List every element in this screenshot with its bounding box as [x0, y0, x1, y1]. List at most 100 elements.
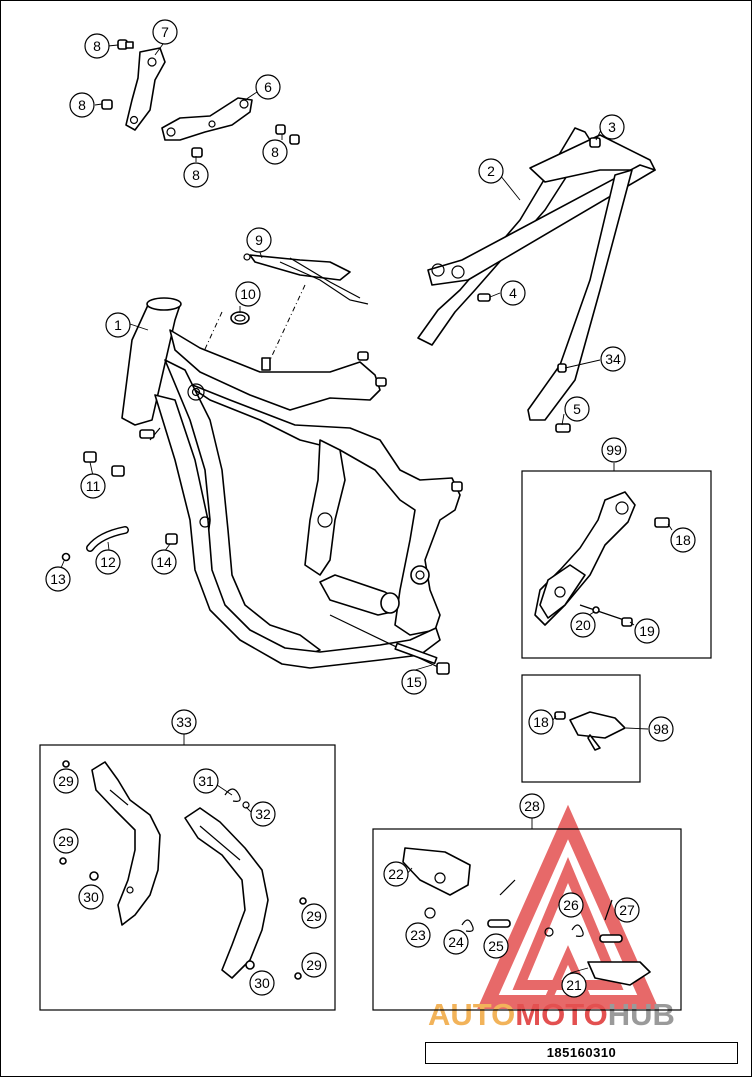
svg-text:23: 23 [410, 927, 426, 943]
centerline [269, 284, 306, 361]
callout-19[interactable]: 19 [634, 618, 660, 644]
callout-24[interactable]: 24 [443, 929, 469, 955]
svg-text:34: 34 [605, 351, 621, 367]
callout-26[interactable]: 26 [558, 892, 584, 918]
frame-protector-right [184, 807, 269, 979]
callout-15[interactable]: 15 [401, 669, 427, 695]
callout-27[interactable]: 27 [614, 897, 640, 923]
svg-text:18: 18 [675, 532, 691, 548]
svg-text:2: 2 [487, 163, 495, 179]
svg-text:8: 8 [192, 167, 200, 183]
callout-7[interactable]: 7 [152, 19, 178, 45]
callout-13[interactable]: 13 [45, 566, 71, 592]
svg-text:8: 8 [93, 38, 101, 54]
protector-small-parts [59, 760, 307, 980]
svg-text:24: 24 [448, 934, 464, 950]
footpeg-part-21 [587, 961, 651, 986]
footpeg-part-22 [402, 847, 471, 896]
footpeg-small-parts [424, 879, 623, 943]
callout-28[interactable]: 28 [519, 793, 545, 819]
callout-29[interactable]: 29 [301, 952, 327, 978]
callout-23[interactable]: 23 [405, 922, 431, 948]
svg-text:31: 31 [198, 773, 214, 789]
callout-8[interactable]: 8 [183, 162, 209, 188]
callout-29[interactable]: 29 [53, 768, 79, 794]
svg-text:29: 29 [306, 957, 322, 973]
callout-8[interactable]: 8 [69, 92, 95, 118]
group-box-33 [39, 744, 336, 1011]
callout-31[interactable]: 31 [193, 768, 219, 794]
svg-text:8: 8 [271, 144, 279, 160]
svg-text:9: 9 [255, 232, 263, 248]
callout-3[interactable]: 3 [599, 114, 625, 140]
svg-text:20: 20 [575, 617, 591, 633]
callout-11[interactable]: 11 [80, 473, 106, 499]
callout-30[interactable]: 30 [249, 970, 275, 996]
footrest-part-98 [554, 711, 626, 751]
svg-text:15: 15 [406, 674, 422, 690]
svg-text:33: 33 [176, 714, 192, 730]
main-frame-part-1 [121, 297, 463, 669]
callout-4[interactable]: 4 [500, 280, 526, 306]
callout-18[interactable]: 18 [670, 527, 696, 553]
svg-text:98: 98 [653, 721, 669, 737]
svg-text:18: 18 [533, 714, 549, 730]
svg-text:8: 8 [78, 97, 86, 113]
watermark-part-2: MOTO [515, 997, 607, 1032]
callout-2[interactable]: 2 [478, 158, 504, 184]
callout-8[interactable]: 8 [262, 139, 288, 165]
svg-text:3: 3 [608, 119, 616, 135]
bolt-part-15 [329, 614, 450, 675]
callout-20[interactable]: 20 [570, 612, 596, 638]
cable-guide-part-9 [243, 253, 369, 305]
callout-9[interactable]: 9 [246, 227, 272, 253]
callout-18[interactable]: 18 [528, 709, 554, 735]
callout-22[interactable]: 22 [383, 861, 409, 887]
svg-text:6: 6 [264, 79, 272, 95]
callout-6[interactable]: 6 [255, 74, 281, 100]
clip-part-13 [61, 552, 71, 562]
svg-text:27: 27 [619, 902, 635, 918]
callout-99[interactable]: 99 [601, 437, 627, 463]
svg-text:7: 7 [161, 24, 169, 40]
svg-text:10: 10 [240, 286, 256, 302]
document-number: 185160310 [425, 1042, 738, 1064]
bracket-part-7 [125, 47, 166, 131]
callout-29[interactable]: 29 [53, 828, 79, 854]
svg-text:25: 25 [488, 938, 504, 954]
svg-text:11: 11 [86, 478, 101, 494]
callout-29[interactable]: 29 [301, 903, 327, 929]
callout-33[interactable]: 33 [171, 709, 197, 735]
svg-text:26: 26 [563, 897, 579, 913]
callout-34[interactable]: 34 [600, 346, 626, 372]
nut-part-14 [165, 533, 178, 545]
group-box-99 [521, 470, 712, 659]
svg-text:5: 5 [573, 401, 581, 417]
frame-protector-left [91, 761, 161, 926]
callout-32[interactable]: 32 [250, 801, 276, 827]
callout-8[interactable]: 8 [84, 33, 110, 59]
svg-text:29: 29 [306, 908, 322, 924]
callout-1[interactable]: 1 [105, 312, 131, 338]
callout-5[interactable]: 5 [564, 396, 590, 422]
svg-text:30: 30 [254, 975, 270, 991]
svg-text:22: 22 [388, 866, 404, 882]
callout-10[interactable]: 10 [235, 281, 261, 307]
svg-text:14: 14 [156, 554, 172, 570]
callout-30[interactable]: 30 [78, 884, 104, 910]
svg-text:32: 32 [255, 806, 271, 822]
watermark-part-1: AUTO [428, 997, 515, 1032]
callout-12[interactable]: 12 [95, 549, 121, 575]
svg-text:1: 1 [114, 317, 122, 333]
callout-14[interactable]: 14 [151, 549, 177, 575]
group-box-28 [372, 828, 682, 1011]
callout-25[interactable]: 25 [483, 933, 509, 959]
callout-group: 8 7 8 6 8 8 3 2 9 4 10 1 34 5 99 11 18 1… [45, 19, 696, 998]
svg-text:28: 28 [524, 798, 540, 814]
svg-text:4: 4 [509, 285, 517, 301]
subframe-part-2 [417, 127, 656, 433]
callout-21[interactable]: 21 [561, 972, 587, 998]
callout-98[interactable]: 98 [648, 716, 674, 742]
